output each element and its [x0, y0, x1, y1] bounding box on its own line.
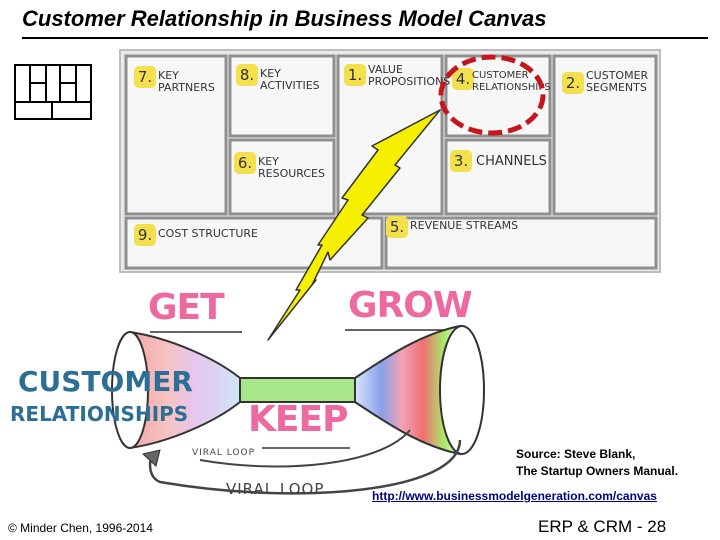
customer-label: CUSTOMER — [18, 365, 193, 398]
block-label-channels: CHANNELS — [476, 154, 547, 169]
block-number-key-activities: 8. — [236, 64, 258, 86]
block-label-key-partners: KEY PARTNERS — [158, 69, 215, 94]
block-label-key-activities: KEY ACTIVITIES — [260, 67, 320, 92]
block-number-channels: 3. — [450, 150, 472, 172]
block-number-value-propositions: 1. — [344, 64, 366, 86]
block-number-key-partners: 7. — [134, 66, 156, 88]
block-number-customer-relationships: 4. — [452, 68, 474, 90]
copyright-footer: © Minder Chen, 1996-2014 — [8, 521, 153, 535]
block-number-customer-segments: 2. — [562, 72, 584, 94]
block-label-cost-structure: COST STRUCTURE — [158, 227, 258, 240]
block-number-cost-structure: 9. — [134, 224, 156, 246]
relationships-label: RELATIONSHIPS — [10, 402, 189, 426]
source-link[interactable]: http://www.businessmodelgeneration.com/c… — [372, 489, 657, 503]
customer-relationships-highlight — [438, 54, 546, 136]
block-label-revenue-streams: REVENUE STREAMS — [410, 219, 519, 232]
get-label: GET — [148, 287, 225, 328]
title-divider — [22, 37, 708, 39]
viral-loop-small-label: VIRAL LOOP — [192, 448, 256, 458]
block-label-key-resources: KEY RESOURCES — [258, 155, 325, 180]
viral-loop-large-label: VIRAL LOOP — [226, 480, 325, 498]
lightning-bolt-icon — [267, 109, 441, 341]
block-number-revenue-streams: 5. — [386, 216, 408, 238]
block-label-customer-segments: CUSTOMER SEGMENTS — [586, 69, 649, 94]
slide-title: Customer Relationship in Business Model … — [22, 6, 547, 31]
block-label-customer-relationships: CUSTOMER RELATIONSHIPS — [472, 70, 551, 93]
page-number-footer: ERP & CRM - 28 — [538, 517, 667, 536]
canvas-grid-icon — [14, 64, 92, 120]
block-label-value-propositions: VALUE PROPOSITIONS — [368, 63, 451, 88]
source-citation: Source: Steve Blank, The Startup Owners … — [516, 446, 678, 480]
customer-funnel-diagram — [111, 324, 485, 495]
block-number-key-resources: 6. — [234, 152, 256, 174]
source-line-book: The Startup Owners Manual. — [516, 464, 679, 478]
grow-label: GROW — [348, 285, 473, 326]
source-line-author: Source: Steve Blank, — [516, 447, 636, 461]
keep-label: KEEP — [248, 399, 348, 440]
